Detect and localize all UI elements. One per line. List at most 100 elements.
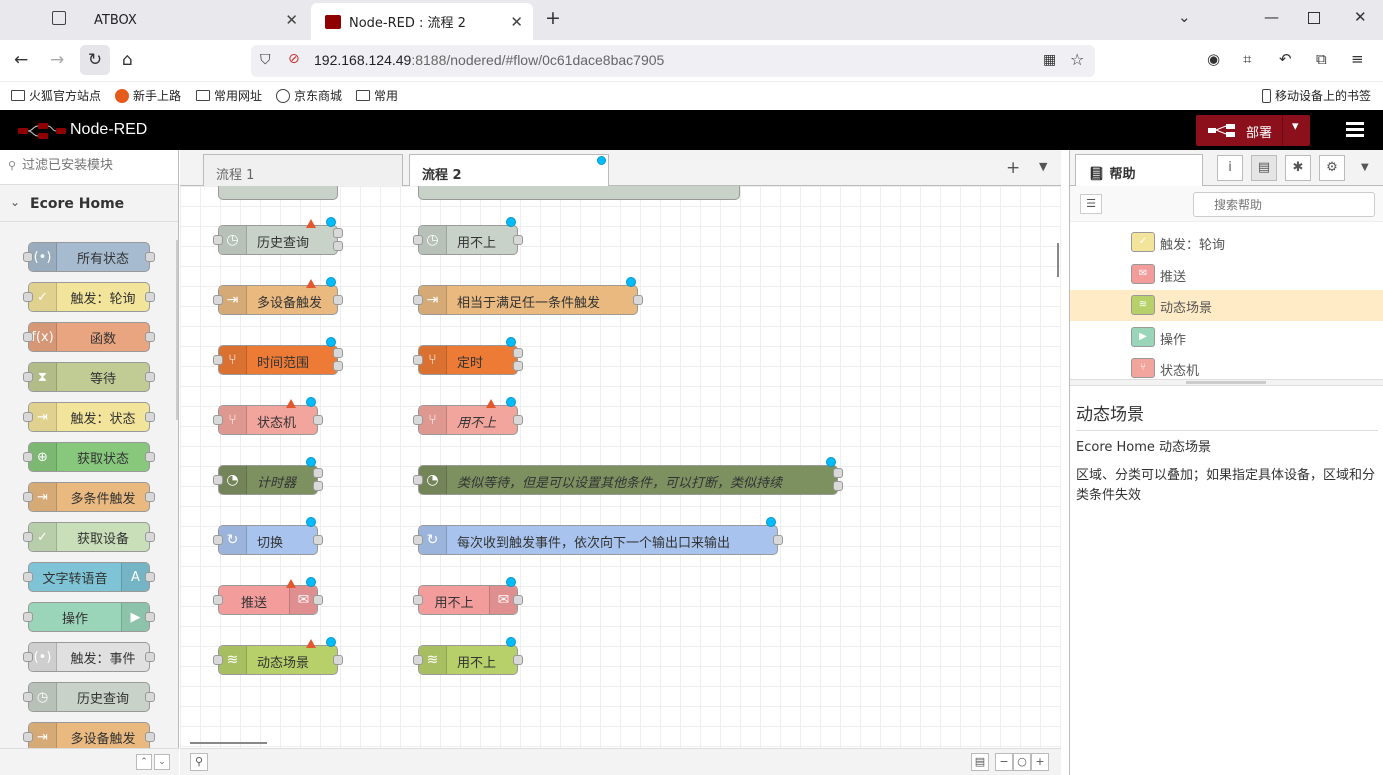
flow-node[interactable]: ⑂时间范围 bbox=[218, 345, 338, 375]
browser-tab-nodered[interactable]: Node-RED : 流程 2 ✕ bbox=[311, 3, 533, 40]
info-tab-button[interactable]: i bbox=[1217, 155, 1243, 181]
debug-tab-button[interactable]: ✱ bbox=[1285, 155, 1311, 181]
palette-category-header[interactable]: ⌄ Ecore Home bbox=[0, 186, 178, 222]
bookmark-item[interactable]: 火狐官方站点 bbox=[11, 87, 101, 104]
output-port[interactable] bbox=[513, 348, 523, 358]
output-port[interactable] bbox=[145, 372, 155, 382]
flow-node[interactable]: ◔计时器 bbox=[218, 465, 318, 495]
input-port[interactable] bbox=[23, 572, 33, 582]
output-port[interactable] bbox=[145, 532, 155, 542]
palette-filter-input[interactable] bbox=[22, 158, 172, 173]
output-port[interactable] bbox=[313, 481, 323, 491]
output-port[interactable] bbox=[313, 415, 323, 425]
close-tab-icon[interactable]: ✕ bbox=[510, 12, 523, 31]
input-port[interactable] bbox=[23, 492, 33, 502]
flow-node[interactable]: ⑂用不上 bbox=[418, 405, 518, 435]
close-tab-icon[interactable]: ✕ bbox=[285, 11, 298, 29]
input-port[interactable] bbox=[413, 475, 423, 485]
input-port[interactable] bbox=[23, 652, 33, 662]
url-text[interactable]: 192.168.124.49:8188/nodered/#flow/0c61da… bbox=[314, 52, 664, 68]
shield-icon[interactable]: ⛉ bbox=[260, 52, 271, 68]
tab-overflow-chevron-icon[interactable]: ⌄ bbox=[1178, 8, 1191, 26]
output-port[interactable] bbox=[513, 595, 523, 605]
forward-button[interactable]: → bbox=[50, 50, 65, 70]
output-port[interactable] bbox=[145, 492, 155, 502]
flow-node[interactable]: ◷历史查询 bbox=[218, 225, 338, 255]
output-port[interactable] bbox=[145, 292, 155, 302]
input-port[interactable] bbox=[23, 292, 33, 302]
output-port[interactable] bbox=[145, 332, 155, 342]
output-port[interactable] bbox=[333, 241, 343, 251]
deploy-button[interactable]: 部署 ▾ bbox=[1196, 115, 1310, 146]
main-menu-button[interactable] bbox=[1346, 122, 1364, 140]
output-port[interactable] bbox=[145, 652, 155, 662]
help-tree-item[interactable]: ✉推送 bbox=[1070, 259, 1383, 290]
help-tree-item[interactable]: ⑂状态机 bbox=[1070, 353, 1383, 384]
search-icon[interactable]: ⚲ bbox=[190, 753, 208, 771]
mobile-bookmarks[interactable]: 移动设备上的书签 bbox=[1262, 87, 1371, 104]
output-port[interactable] bbox=[145, 572, 155, 582]
input-port[interactable] bbox=[213, 595, 223, 605]
flow-node[interactable]: ⑂定时 bbox=[418, 345, 518, 375]
output-port[interactable] bbox=[145, 452, 155, 462]
output-port[interactable] bbox=[333, 361, 343, 371]
toc-toggle-button[interactable]: ☰ bbox=[1080, 194, 1102, 214]
palette-node[interactable]: ⧗等待 bbox=[28, 362, 150, 392]
output-port[interactable] bbox=[313, 468, 323, 478]
input-port[interactable] bbox=[413, 655, 423, 665]
input-port[interactable] bbox=[213, 235, 223, 245]
zoom-reset-button[interactable]: ○ bbox=[1013, 753, 1031, 771]
canvas-hscrollbar[interactable] bbox=[190, 742, 267, 744]
close-window-button[interactable]: ✕ bbox=[1354, 8, 1367, 26]
reload-button[interactable]: ↻ bbox=[80, 45, 110, 75]
palette-node[interactable]: ◷历史查询 bbox=[28, 682, 150, 712]
flow-node[interactable]: ↻每次收到触发事件，依次向下一个输出口来输出 bbox=[418, 525, 778, 555]
output-port[interactable] bbox=[513, 361, 523, 371]
canvas-scrollbar[interactable] bbox=[1057, 243, 1059, 277]
app-menu-icon[interactable]: ≡ bbox=[1351, 50, 1364, 68]
output-port[interactable] bbox=[145, 732, 155, 742]
output-port[interactable] bbox=[313, 595, 323, 605]
flow-node[interactable]: ◷用不上 bbox=[418, 225, 518, 255]
zoom-in-button[interactable]: + bbox=[1031, 753, 1049, 771]
browser-tab-atbox[interactable]: ATBOX ✕ bbox=[80, 4, 308, 36]
input-port[interactable] bbox=[23, 532, 33, 542]
input-port[interactable] bbox=[23, 252, 33, 262]
input-port[interactable] bbox=[413, 295, 423, 305]
tab-flow-2[interactable]: 流程 2 bbox=[409, 154, 609, 187]
palette-node[interactable]: ▶操作 bbox=[28, 602, 150, 632]
bookmark-star-icon[interactable]: ☆ bbox=[1070, 50, 1085, 69]
url-bar[interactable]: ⛉ ⊘ 192.168.124.49:8188/nodered/#flow/0c… bbox=[251, 45, 1095, 77]
input-port[interactable] bbox=[213, 475, 223, 485]
insecure-lock-icon[interactable]: ⊘ bbox=[288, 51, 300, 67]
palette-node[interactable]: ⇥多条件触发 bbox=[28, 482, 150, 512]
flow-node[interactable]: ⇥多设备触发 bbox=[218, 285, 338, 315]
flow-node[interactable]: ≋用不上 bbox=[418, 645, 518, 675]
flow-node[interactable]: ✉用不上 bbox=[418, 585, 518, 615]
output-port[interactable] bbox=[333, 348, 343, 358]
config-tab-button[interactable]: ⚙ bbox=[1319, 155, 1345, 181]
flow-node[interactable]: ⇥相当于满足任一条件触发 bbox=[418, 285, 638, 315]
navigator-map-icon[interactable]: ▤ bbox=[971, 753, 989, 771]
input-port[interactable] bbox=[213, 355, 223, 365]
zoom-out-button[interactable]: − bbox=[995, 753, 1013, 771]
output-port[interactable] bbox=[773, 535, 783, 545]
tab-help[interactable]: 📘︎帮助 bbox=[1075, 154, 1203, 187]
tab-flow-1[interactable]: 流程 1 bbox=[203, 154, 403, 186]
extensions-icon[interactable]: ⧉ bbox=[1316, 50, 1327, 68]
flow-node[interactable]: ✉推送 bbox=[218, 585, 318, 615]
bookmark-item[interactable]: 常用网址 bbox=[196, 87, 262, 104]
input-port[interactable] bbox=[213, 655, 223, 665]
input-port[interactable] bbox=[213, 295, 223, 305]
output-port[interactable] bbox=[513, 235, 523, 245]
sidebar-menu-caret-icon[interactable]: ▼ bbox=[1361, 162, 1369, 173]
input-port[interactable] bbox=[413, 355, 423, 365]
new-tab-button[interactable]: + bbox=[545, 7, 561, 29]
home-button[interactable]: ⌂ bbox=[122, 50, 133, 70]
output-port[interactable] bbox=[333, 295, 343, 305]
palette-scrollbar[interactable] bbox=[176, 240, 178, 420]
help-tree-item[interactable]: ≋动态场景 bbox=[1070, 290, 1383, 321]
palette-node[interactable]: ⊕获取状态 bbox=[28, 442, 150, 472]
input-port[interactable] bbox=[23, 452, 33, 462]
sidebar-splitter[interactable] bbox=[1070, 379, 1383, 386]
